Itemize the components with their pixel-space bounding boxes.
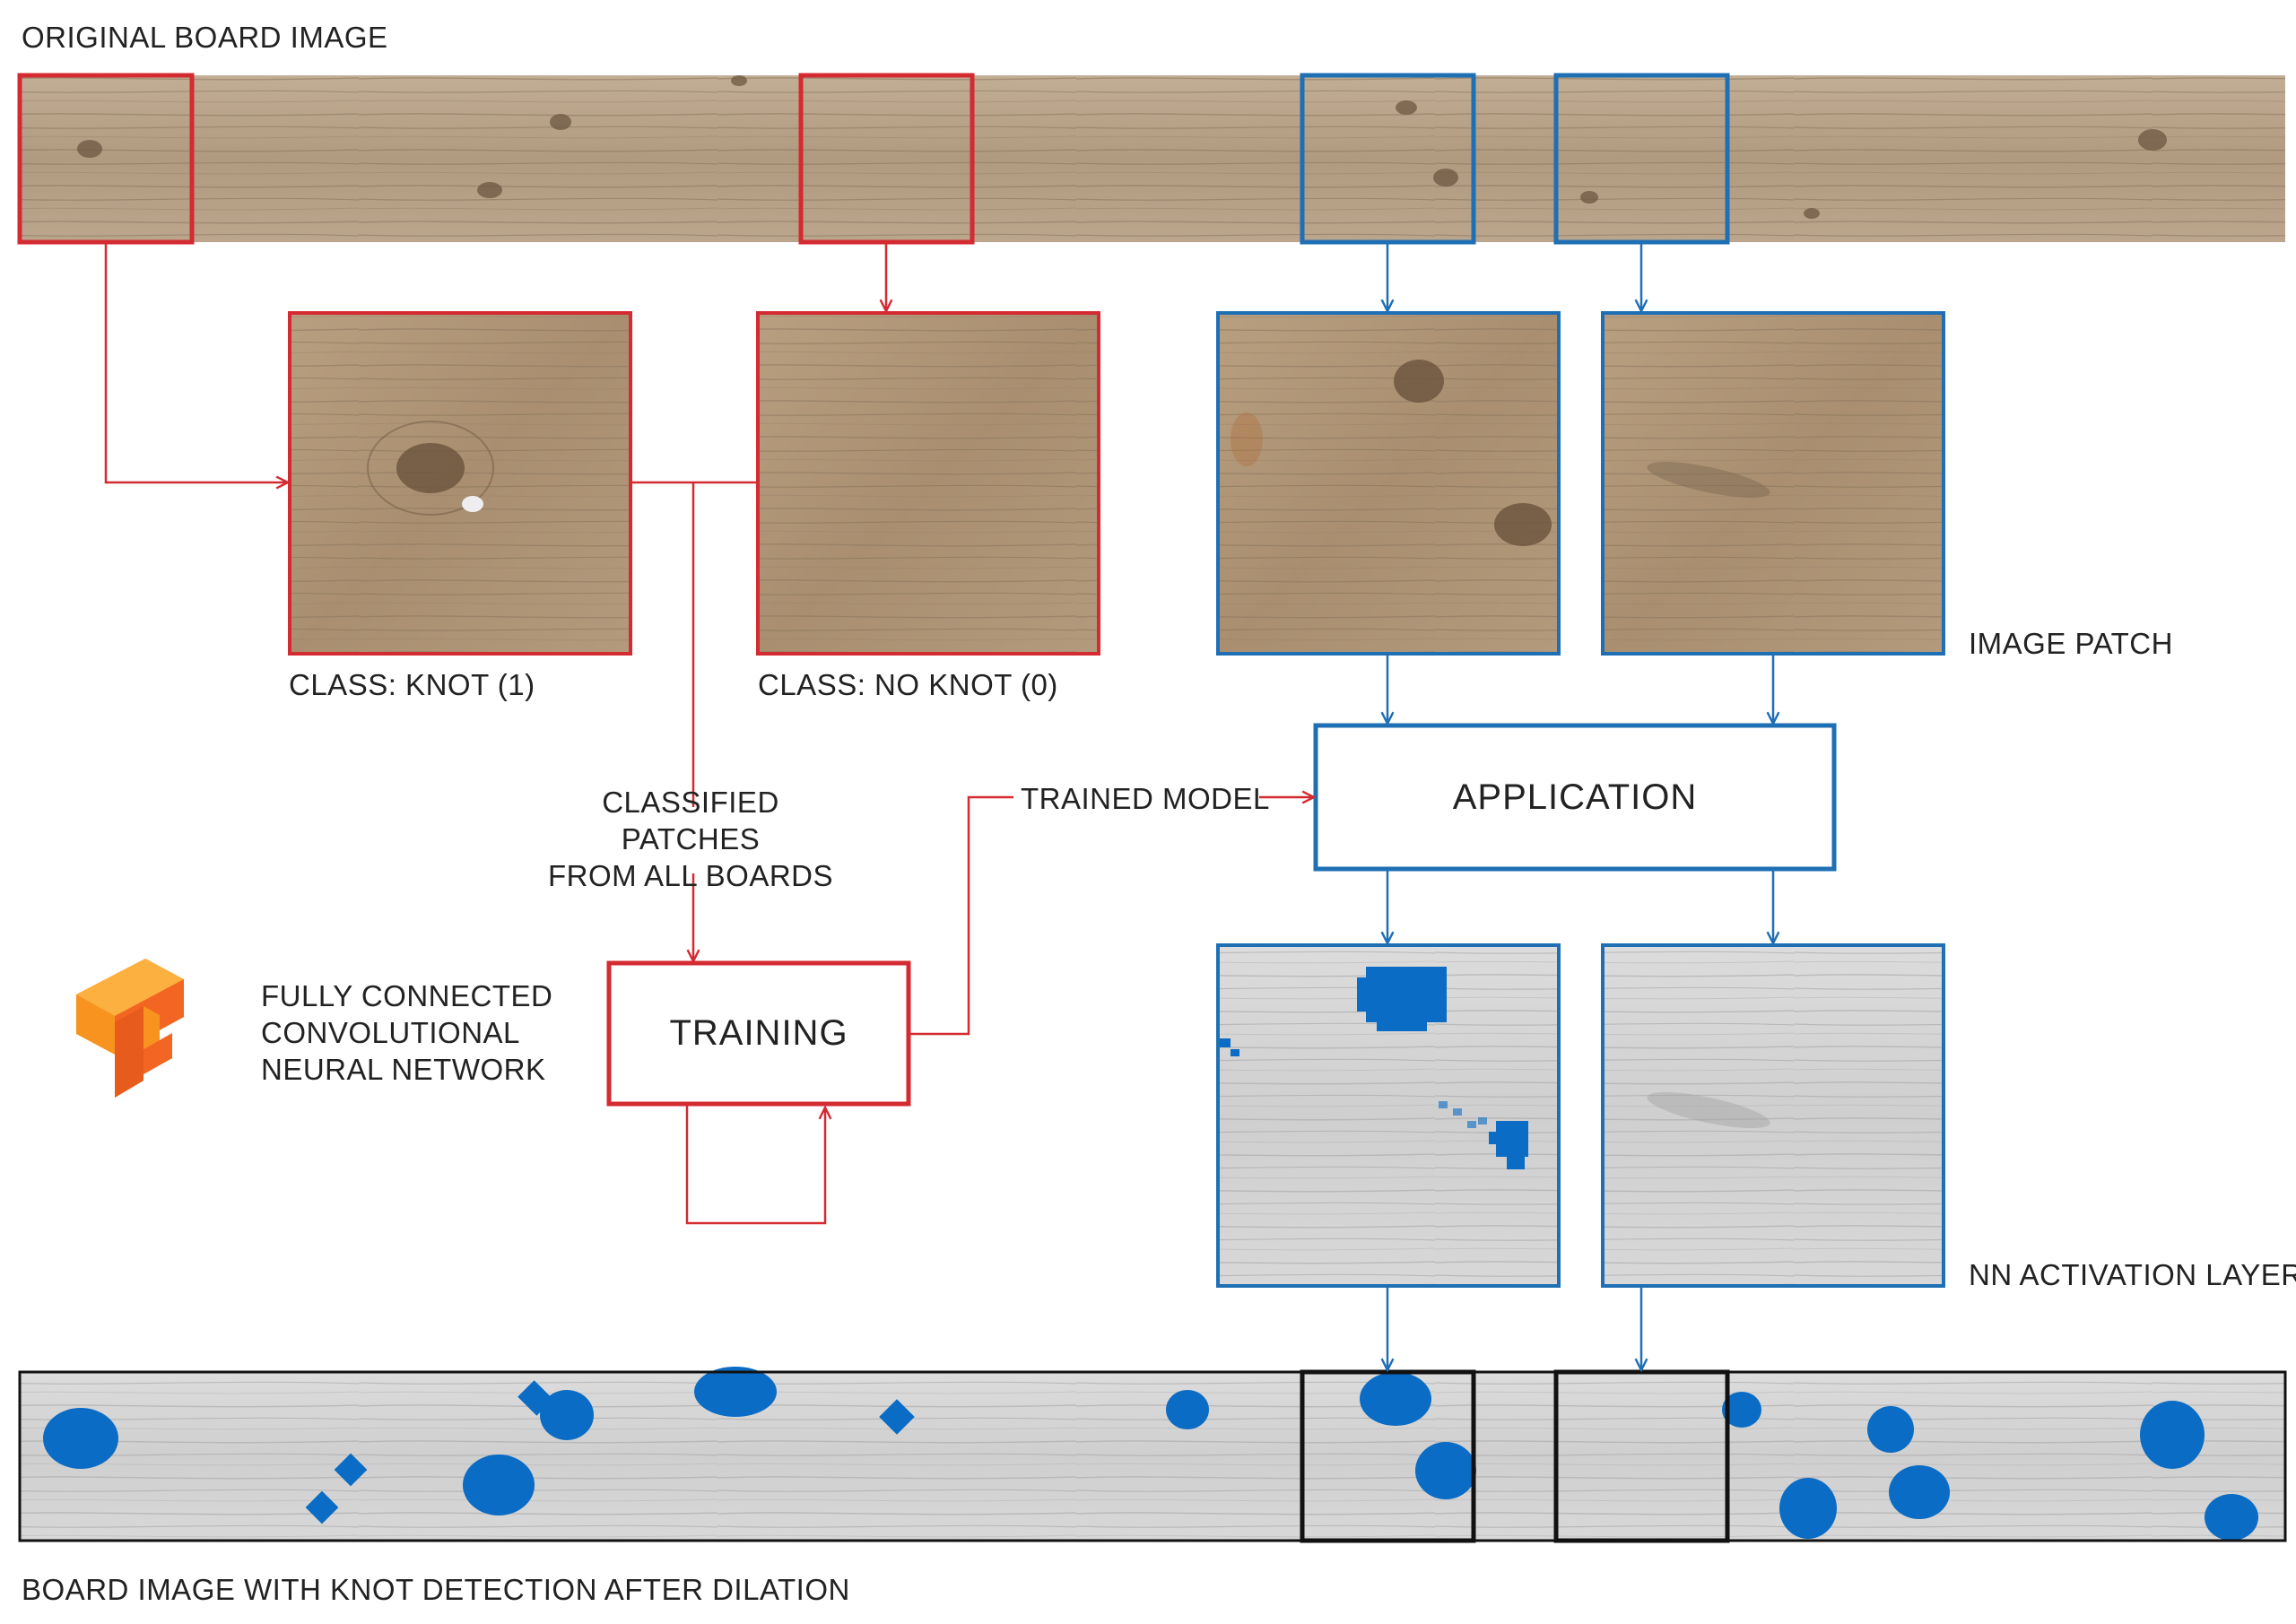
activation-patch-1 bbox=[1218, 945, 1559, 1286]
training-box-label: TRAINING bbox=[609, 963, 909, 1104]
original-board-label: ORIGINAL BOARD IMAGE bbox=[22, 19, 388, 56]
detection-board-image bbox=[20, 1367, 2285, 1541]
knot-patch bbox=[290, 313, 631, 654]
image-patch-1 bbox=[1218, 313, 1559, 654]
board-detection-label: BOARD IMAGE WITH KNOT DETECTION AFTER DI… bbox=[22, 1571, 850, 1608]
network-type-label: FULLY CONNECTED CONVOLUTIONAL NEURAL NET… bbox=[261, 977, 552, 1088]
class-no-knot-label: CLASS: NO KNOT (0) bbox=[758, 666, 1058, 703]
trained-model-label: TRAINED MODEL bbox=[1021, 780, 1270, 817]
no-knot-patch bbox=[758, 313, 1099, 654]
class-knot-label: CLASS: KNOT (1) bbox=[289, 666, 535, 703]
activation-patch-2 bbox=[1603, 945, 1944, 1286]
classified-patches-label: CLASSIFIED PATCHES FROM ALL BOARDS bbox=[538, 784, 843, 894]
image-patch-2 bbox=[1603, 313, 1944, 654]
image-patch-label: IMAGE PATCH bbox=[1969, 625, 2173, 662]
tensorflow-logo-icon bbox=[76, 959, 184, 1098]
application-box-label: APPLICATION bbox=[1316, 725, 1834, 869]
original-board-image bbox=[20, 75, 2285, 242]
nn-activation-layer-label: NN ACTIVATION LAYER bbox=[1969, 1256, 2296, 1293]
